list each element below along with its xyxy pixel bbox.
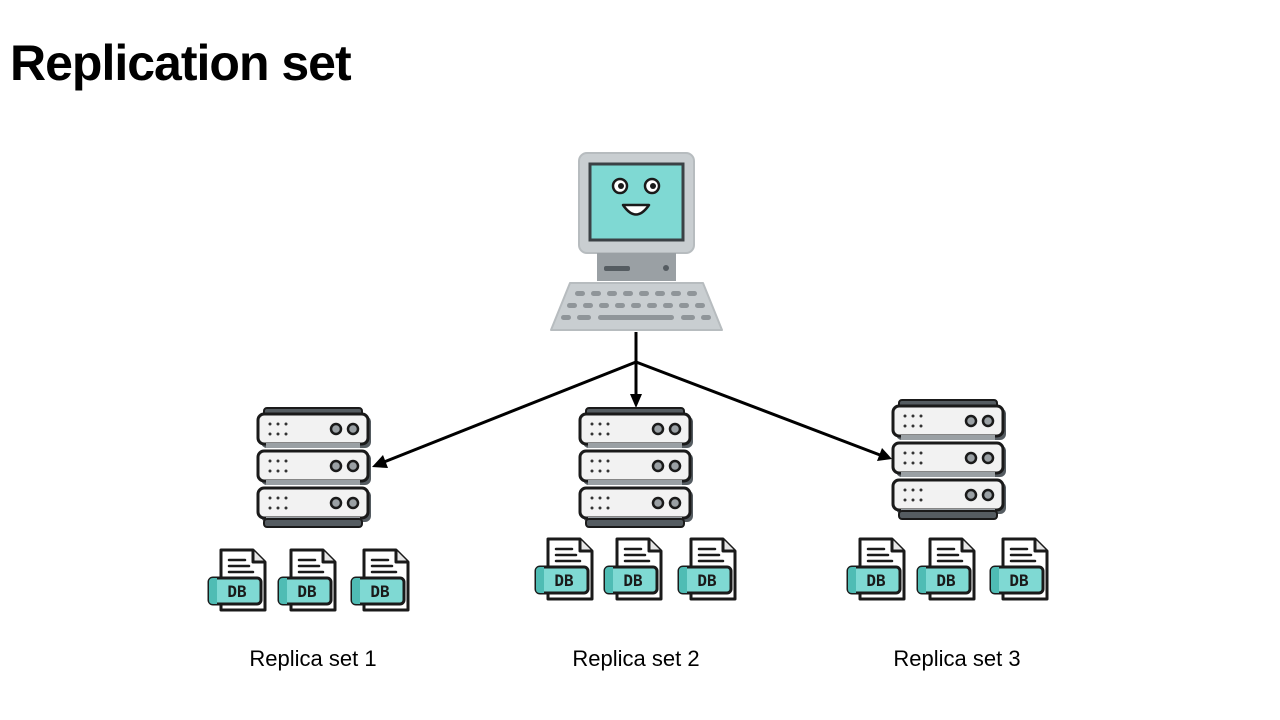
replica-set-3 (846, 400, 1049, 601)
replica-set-2-label: Replica set 2 (572, 646, 700, 671)
arrow-heads (372, 394, 892, 468)
database-file-icon (534, 537, 594, 601)
server-rack-icon (258, 408, 371, 527)
database-file-icon (207, 548, 267, 612)
replica-set-1 (207, 408, 410, 612)
arrow-to-replica-set-3 (635, 360, 881, 457)
db-label: DB (227, 582, 247, 601)
database-file-icon (916, 537, 976, 601)
db-label: DB (1009, 571, 1029, 590)
database-file-icon (846, 537, 906, 601)
page-title: Replication set (10, 35, 352, 91)
database-file-icon (603, 537, 663, 601)
database-file-icon (350, 548, 410, 612)
server-rack-icon (893, 400, 1006, 519)
db-label: DB (554, 571, 574, 590)
db-label: DB (297, 582, 317, 601)
database-file-icon (277, 548, 337, 612)
replica-set-3-label: Replica set 3 (893, 646, 1021, 671)
database-file-icon (989, 537, 1049, 601)
replication-arrows (383, 332, 881, 464)
server-rack-icon (580, 408, 693, 527)
db-label: DB (370, 582, 390, 601)
replica-set-1-label: Replica set 1 (249, 646, 377, 671)
db-label: DB (623, 571, 643, 590)
arrow-to-replica-set-1 (383, 360, 637, 464)
db-label: DB (697, 571, 717, 590)
computer-icon (550, 152, 723, 331)
db-label: DB (936, 571, 956, 590)
database-file-icon (677, 537, 737, 601)
db-label: DB (866, 571, 886, 590)
